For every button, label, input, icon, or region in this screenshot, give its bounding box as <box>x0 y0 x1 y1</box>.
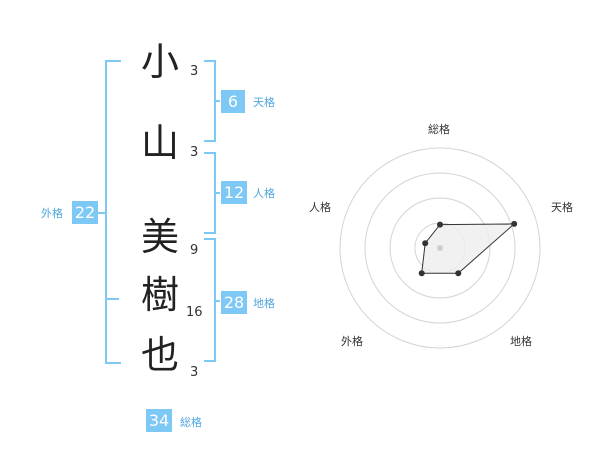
stroke-count-3: 9 <box>190 243 199 258</box>
radar-point-2 <box>511 220 518 227</box>
radar-rings <box>339 147 541 349</box>
radar-area <box>421 223 516 274</box>
chikaku-value: 28 <box>221 291 247 314</box>
soukaku-value: 34 <box>146 409 172 432</box>
name-char-3: 美 <box>140 215 179 259</box>
radar-point-3 <box>455 270 462 277</box>
stroke-count-4: 16 <box>186 305 203 320</box>
name-char-1: 小 <box>140 40 179 84</box>
name-char-5: 也 <box>140 333 179 377</box>
jinkaku-bracket-stub <box>214 192 220 194</box>
radar-point-5 <box>422 240 429 247</box>
stroke-count-1: 3 <box>190 64 199 79</box>
radar-point-1 <box>437 221 443 228</box>
jinkaku-label: 人格 <box>253 187 275 200</box>
radar-center-dot <box>437 245 443 251</box>
chikaku-bracket-stub <box>214 300 220 302</box>
gaikaku-bracket-stub <box>97 212 105 214</box>
radar-label-tenkaku: 天格 <box>551 201 573 214</box>
jinkaku-value: 12 <box>221 181 247 204</box>
radar-label-soukaku: 総格 <box>428 123 450 136</box>
tenkaku-label: 天格 <box>253 96 275 109</box>
radar-points <box>418 220 518 277</box>
chikaku-label: 地格 <box>253 297 275 310</box>
radar-ring <box>389 197 491 299</box>
radar-label-chikaku: 地格 <box>510 335 532 348</box>
soukaku-label: 総格 <box>180 416 202 429</box>
stroke-count-5: 3 <box>190 365 199 380</box>
stroke-count-2: 3 <box>190 145 199 160</box>
radar-point-4 <box>418 270 425 277</box>
gaikaku-value: 22 <box>72 201 98 224</box>
tenkaku-bracket-stub <box>214 100 220 102</box>
radar-ring <box>364 172 516 324</box>
tenkaku-value: 6 <box>221 90 245 113</box>
radar-ring <box>339 147 541 349</box>
radar-label-gaikaku: 外格 <box>341 335 363 348</box>
gaikaku-bracket-divider <box>105 298 119 300</box>
name-char-4: 樹 <box>140 273 179 317</box>
name-char-2: 山 <box>140 121 179 165</box>
gaikaku-bracket <box>105 60 121 364</box>
radar-label-jinkaku: 人格 <box>309 201 331 214</box>
gaikaku-label: 外格 <box>41 207 63 220</box>
